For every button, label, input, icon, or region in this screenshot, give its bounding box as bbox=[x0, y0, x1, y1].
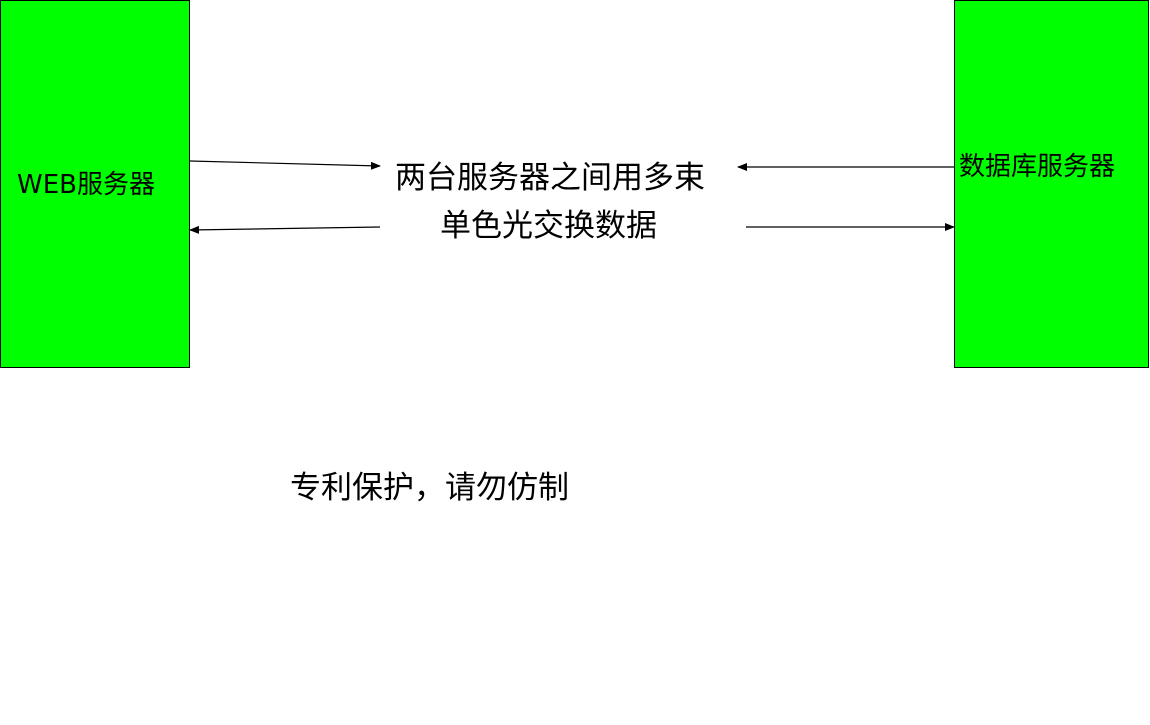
caption-line-1: 两台服务器之间用多束 bbox=[395, 160, 705, 196]
web-server-label: WEB服务器 bbox=[17, 170, 155, 200]
arrow-caption-to-web bbox=[189, 225, 381, 234]
arrow-web-to-caption bbox=[189, 160, 381, 170]
database-server-label: 数据库服务器 bbox=[959, 152, 1116, 182]
caption-line-2: 单色光交换数据 bbox=[440, 208, 657, 244]
web-server-box: WEB服务器 bbox=[0, 0, 190, 368]
patent-notice: 专利保护，请勿仿制 bbox=[290, 470, 569, 506]
database-server-box: 数据库服务器 bbox=[954, 0, 1149, 368]
